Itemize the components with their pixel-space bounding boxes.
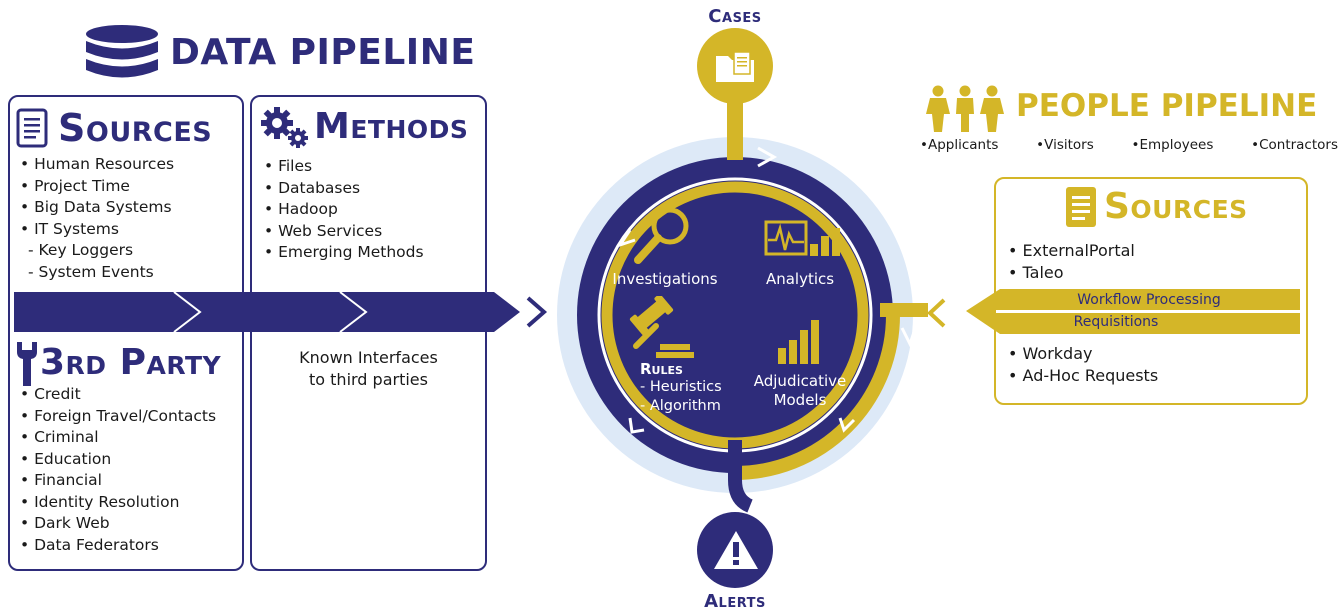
magnifier-icon [634,207,689,264]
list-item: - System Events [28,262,154,281]
gavel-icon [629,296,694,358]
document-icon [1066,187,1096,227]
list-item: • Files [264,157,313,175]
people-groups: •Applicants •Visitors •Employees •Contra… [920,137,1338,153]
people-sources-panel [994,177,1308,405]
list-item: • Foreign Travel/Contacts [20,406,217,425]
people-icon [926,85,1004,132]
list-item: • Financial [20,471,102,489]
list-item: • Web Services [264,221,383,240]
list-item: - Key Loggers [28,241,134,259]
rules-heuristics: - Heuristics [640,379,722,395]
rules-block: Rules - Heuristics - Algorithm [640,360,722,416]
alerts-label: Alerts [704,591,766,612]
list-item: • Emerging Methods [264,243,424,261]
wrench-icon [17,342,37,386]
methods-panel [250,95,487,571]
list-item: • Identity Resolution [20,492,180,511]
data-pipeline-arrow [14,291,548,333]
central-cycle-diagram [557,28,946,588]
list-item: • Hadoop [264,200,338,218]
list-item: • Databases [264,178,361,197]
investigations-label: Investigations [612,270,718,288]
list-item: • Credit [20,385,81,403]
list-item: • Criminal [20,428,99,446]
folder-icon [716,51,754,82]
gears-icon [261,107,308,148]
people-sources-list-top: • ExternalPortal • Taleo [1008,240,1135,283]
methods-title: Methods [314,106,469,147]
list-item: • Big Data Systems [20,198,172,216]
rules-algorithm: - Algorithm [640,398,721,414]
database-icon [86,25,158,78]
people-sources-list-bottom: • Workday • Ad-Hoc Requests [1008,343,1158,386]
third-party-title: 3rd Party [40,342,222,383]
methods-list: • Files • Databases • Hadoop • Web Servi… [264,156,424,264]
adjudicative-line1: Adjudicative [753,372,847,390]
list-item: • Dark Web [20,514,110,532]
sources-panel [8,95,244,571]
cases-label: Cases [708,6,762,27]
group-applicants: •Applicants [920,137,999,153]
known-interfaces-text: Known Interfaces to third parties [250,347,487,391]
list-item: • Ad-Hoc Requests [1008,365,1159,385]
workflow-processing-label: Workflow Processing [1077,292,1221,308]
data-pipeline-title: DATA PIPELINE [170,32,476,73]
list-item: • Taleo [1008,262,1064,282]
group-employees: •Employees [1131,137,1214,153]
group-contractors: •Contractors [1251,137,1338,153]
list-item: • IT Systems [20,219,119,238]
document-icon [16,108,48,148]
people-pipeline-title: PEOPLE PIPELINE [1016,88,1318,124]
list-item: • Data Federators [20,535,159,554]
adjudicative-line2: Models [773,391,827,409]
people-pipeline-arrow [966,289,1300,334]
people-sources-title: Sources [1104,186,1248,227]
bar-chart-icon [778,320,819,364]
known-interfaces-line2: to third parties [309,370,428,389]
known-interfaces-line1: Known Interfaces [299,348,438,367]
analytics-label: Analytics [765,270,835,288]
requisitions-label: Requisitions [1073,314,1159,330]
sources-title: Sources [58,106,213,150]
rules-title: Rules [640,360,683,378]
list-item: • Project Time [20,176,130,195]
list-item: • ExternalPortal [1008,241,1135,260]
adjudicative-models-label: Adjudicative Models [745,372,855,410]
warning-icon [714,531,758,569]
analytics-icon [764,220,840,256]
list-item: • Workday [1008,344,1093,363]
sources-list: • Human Resources • Project Time • Big D… [20,154,174,283]
third-party-list: • Credit • Foreign Travel/Contacts • Cri… [20,384,216,556]
group-visitors: •Visitors [1036,137,1094,153]
list-item: • Human Resources [20,155,175,173]
list-item: • Education [20,449,112,468]
